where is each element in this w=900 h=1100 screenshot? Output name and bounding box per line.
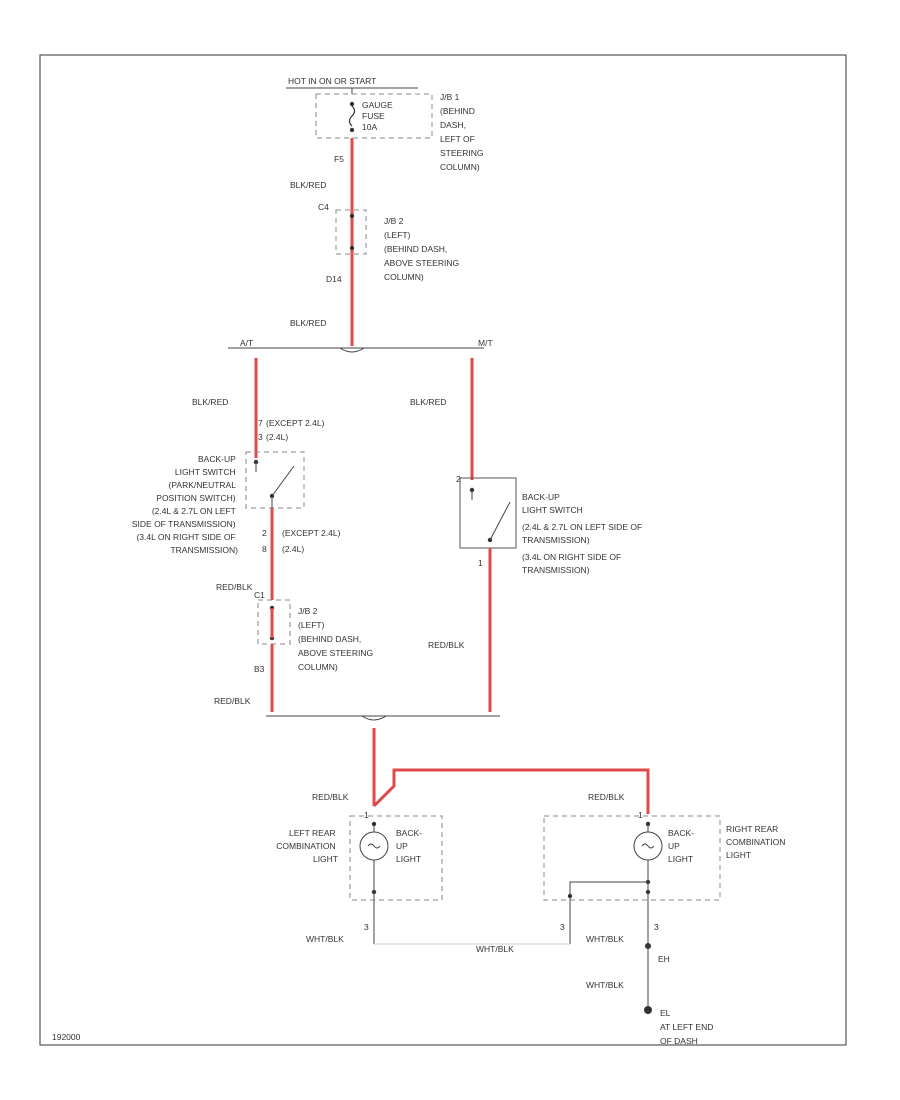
diagram-frame [39,54,847,1046]
ground-point: EL [660,1008,671,1018]
wire-label-red-blk-mt: RED/BLK [428,640,465,650]
wire-label-red-blk-at: RED/BLK [216,582,253,592]
jb2-bottom-label: J/B 2 (LEFT) (BEHIND DASH, ABOVE STEERIN… [298,606,375,672]
left-lamp-bulb-label: BACK- UP LIGHT [396,828,424,864]
at-switch-box [245,451,305,509]
pin-d14: D14 [326,274,342,284]
at-note-out-alt: (2.4L) [282,544,304,554]
wire-label-red-blk-left: RED/BLK [312,792,349,802]
at-pin-out-alt: 8 [262,544,267,554]
pin-b3: B3 [254,664,265,674]
wire-label-blk-red-1: BLK/RED [290,180,326,190]
right-lamp-box [543,815,721,901]
right-lamp-pin-top: 1 [638,810,643,820]
wire-label-wht-blk-ground: WHT/BLK [586,980,624,990]
at-pin-out: 2 [262,528,267,538]
left-lamp-name: LEFT REAR COMBINATION LIGHT [276,828,338,864]
fuse-word: FUSE [362,111,385,121]
fuse-amps: 10A [362,122,377,132]
pin-f5: F5 [334,154,344,164]
jb2-bottom-box [257,599,291,645]
wire-label-wht-blk-return: WHT/BLK [476,944,514,954]
at-pin-in: 7 [258,418,263,428]
pin-c1: C1 [254,590,265,600]
mt-pin-out: 1 [478,558,483,568]
left-lamp-box [349,815,443,901]
mt-switch-label: BACK-UP LIGHT SWITCH (2.4L & 2.7L ON LEF… [522,492,645,575]
wire-label-red-blk-jb: RED/BLK [214,696,251,706]
right-lamp-name: RIGHT REAR COMBINATION LIGHT [726,824,788,860]
diagram-id: 192000 [52,1032,81,1042]
wire-label-blk-red-at: BLK/RED [192,397,228,407]
mt-pin-in: 2 [456,474,461,484]
ground-location: AT LEFT END OF DASH [660,1022,716,1046]
mt-switch-blade [489,501,511,541]
right-lamp-pin-bottom: 3 [654,922,659,932]
power-header: HOT IN ON OR START [288,76,376,86]
jb2-top-box [335,209,367,255]
at-note-out: (EXCEPT 2.4L) [282,528,341,538]
jb1-label: J/B 1 (BEHIND DASH, LEFT OF STEERING COL… [440,92,486,172]
wire-label-blk-red-2: BLK/RED [290,318,326,328]
jb1-box [315,93,433,139]
at-switch-blade [271,465,295,497]
left-lamp-pin-bottom: 3 [364,922,369,932]
right-lamp-pin-left: 3 [560,922,565,932]
at-pin-in-alt: 3 [258,432,263,442]
mt-switch-box [459,477,517,549]
left-lamp-pin-top: 1 [364,810,369,820]
ground-point-icon [644,1006,652,1014]
wire-label-wht-blk-left: WHT/BLK [306,934,344,944]
branch-mt: M/T [478,338,493,348]
at-note-in-alt: (2.4L) [266,432,288,442]
jb2-top-label: J/B 2 (LEFT) (BEHIND DASH, ABOVE STEERIN… [384,216,461,282]
wire-label-wht-blk-right: WHT/BLK [586,934,624,944]
wire-label-red-blk-right: RED/BLK [588,792,625,802]
branch-at: A/T [240,338,253,348]
fuse-name: GAUGE [362,100,393,110]
wire-label-blk-red-mt: BLK/RED [410,397,446,407]
wire-lamp-feed [372,728,650,814]
at-note-in: (EXCEPT 2.4L) [266,418,325,428]
pin-c4: C4 [318,202,329,212]
splice-eh: EH [658,954,670,964]
right-lamp-bulb-label: BACK- UP LIGHT [668,828,696,864]
fuse-icon [348,105,356,127]
at-switch-label: BACK-UP LIGHT SWITCH (PARK/NEUTRAL POSIT… [132,454,238,555]
